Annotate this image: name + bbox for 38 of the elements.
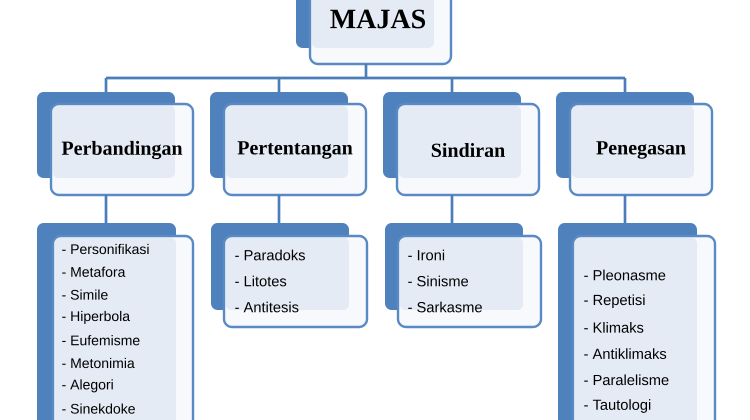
list-item: - Alegori bbox=[62, 379, 113, 392]
list-item: - Antitesis bbox=[235, 302, 298, 312]
connector-line bbox=[624, 78, 626, 92]
list-item: - Personifikasi bbox=[62, 244, 149, 254]
category-box: Sindiran bbox=[383, 92, 540, 196]
list-box bbox=[385, 223, 542, 328]
title-box: MAJAS bbox=[296, 0, 452, 66]
list-item: - Metonimia bbox=[62, 358, 135, 368]
list-item: - Tautologi bbox=[584, 399, 650, 413]
category-box: Penegasan bbox=[556, 92, 714, 196]
list-item: - Litotes bbox=[235, 276, 286, 286]
list-item: - Klimaks bbox=[584, 322, 644, 333]
list-box bbox=[558, 223, 716, 420]
list-box bbox=[211, 223, 368, 328]
list-item: - Simile bbox=[62, 289, 108, 300]
connector-line bbox=[450, 78, 454, 92]
list-item: - Repetisi bbox=[584, 294, 645, 308]
list-item: - Sarkasme bbox=[408, 302, 482, 312]
connector-line bbox=[624, 195, 626, 223]
connector-line bbox=[104, 62, 626, 80]
list-item: - Paralelisme bbox=[584, 374, 668, 386]
list-item: - Hiperbola bbox=[62, 310, 130, 324]
list-item: - Antiklimaks bbox=[584, 348, 666, 359]
list-item: - Sinisme bbox=[408, 276, 468, 286]
list-box bbox=[37, 223, 194, 420]
list-item: - Eufemisme bbox=[62, 335, 140, 346]
list-item: - Sinekdoke bbox=[62, 403, 135, 414]
connector-line bbox=[450, 195, 454, 223]
list-item: - Ironi bbox=[408, 250, 444, 260]
category-box: Perbandingan bbox=[37, 92, 194, 196]
category-box: Pertentangan bbox=[210, 92, 368, 196]
list-item: - Paradoks bbox=[235, 250, 305, 260]
connector-line bbox=[278, 195, 280, 223]
list-item: - Pleonasme bbox=[584, 270, 666, 280]
connector-line bbox=[104, 78, 108, 92]
connector-line bbox=[104, 195, 108, 223]
list-item: - Metafora bbox=[62, 266, 126, 277]
connector-line bbox=[278, 78, 280, 92]
